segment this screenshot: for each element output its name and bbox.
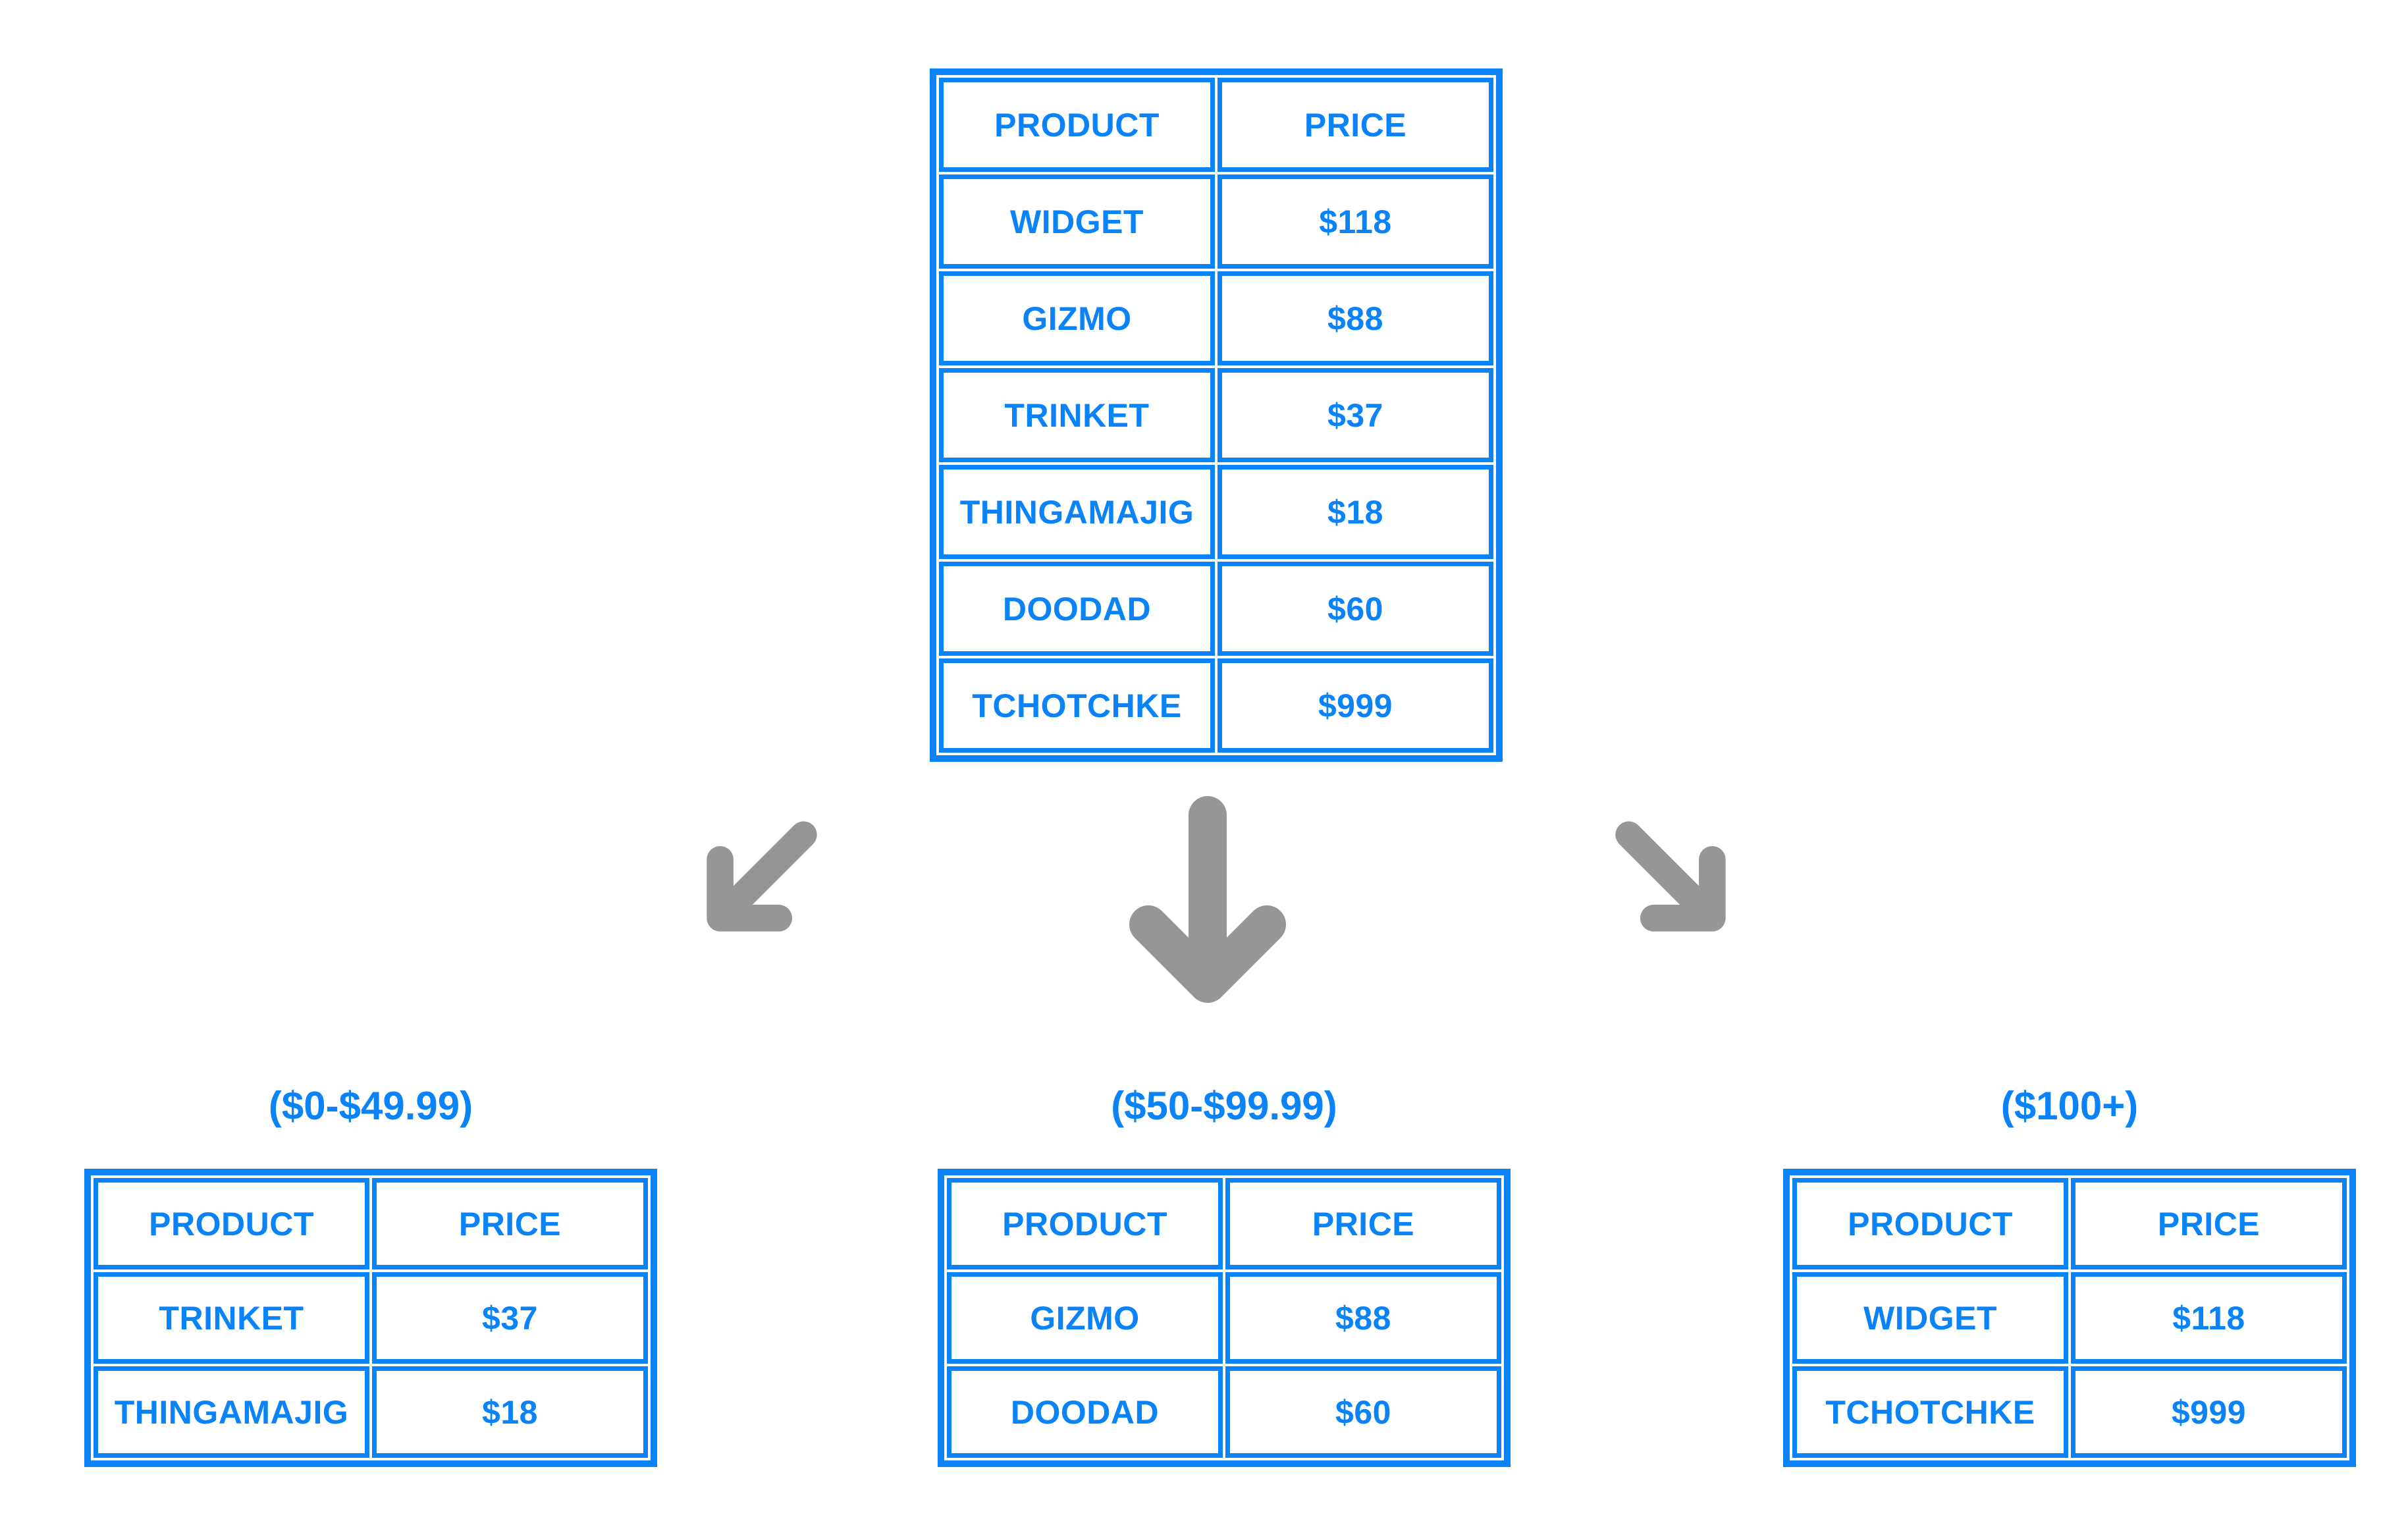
table-row: TCHOTCHKE $999 <box>939 658 1493 753</box>
table-row: DOODAD $60 <box>939 562 1493 656</box>
cell-price: $18 <box>372 1366 648 1458</box>
cell-price: $118 <box>1217 174 1493 269</box>
source-price-table-grid: PRODUCT PRICE WIDGET $118 GIZMO $88 TRIN… <box>936 75 1496 755</box>
arrow-down-right-icon <box>1615 821 1726 932</box>
cell-price: $60 <box>1225 1366 1501 1458</box>
group-table-low-grid: PRODUCT PRICE TRINKET $37 THINGAMAJIG $1… <box>91 1175 651 1460</box>
group-label-mid: ($50-$99.99) <box>1111 1084 1337 1128</box>
cell-price: $999 <box>1217 658 1493 753</box>
source-price-table: PRODUCT PRICE WIDGET $118 GIZMO $88 TRIN… <box>930 68 1503 762</box>
table-row: WIDGET $118 <box>939 174 1493 269</box>
cell-price: $118 <box>2071 1272 2347 1364</box>
header-cell-price: PRICE <box>2071 1178 2347 1269</box>
group-table-high-grid: PRODUCT PRICE WIDGET $118 TCHOTCHKE $999 <box>1790 1175 2349 1460</box>
group-table-low: PRODUCT PRICE TRINKET $37 THINGAMAJIG $1… <box>84 1169 657 1467</box>
cell-product: DOODAD <box>939 562 1215 656</box>
cell-product: WIDGET <box>939 174 1215 269</box>
table-header-row: PRODUCT PRICE <box>947 1178 1501 1269</box>
cell-price: $18 <box>1217 465 1493 559</box>
cell-product: DOODAD <box>947 1366 1223 1458</box>
header-cell-price: PRICE <box>372 1178 648 1269</box>
group-table-high: PRODUCT PRICE WIDGET $118 TCHOTCHKE $999 <box>1783 1169 2356 1467</box>
header-cell-product: PRODUCT <box>94 1178 369 1269</box>
cell-price: $999 <box>2071 1366 2347 1458</box>
table-row: THINGAMAJIG $18 <box>939 465 1493 559</box>
table-row: DOODAD $60 <box>947 1366 1501 1458</box>
arrow-down-left-icon <box>707 821 817 932</box>
cell-product: THINGAMAJIG <box>94 1366 369 1458</box>
cell-product: THINGAMAJIG <box>939 465 1215 559</box>
cell-product: TRINKET <box>939 368 1215 462</box>
group-label-high: ($100+) <box>2000 1084 2139 1128</box>
cell-product: GIZMO <box>947 1272 1223 1364</box>
group-label-low: ($0-$49.99) <box>268 1084 473 1128</box>
cell-product: TCHOTCHKE <box>939 658 1215 753</box>
table-row: TRINKET $37 <box>94 1272 648 1364</box>
cell-price: $88 <box>1217 271 1493 365</box>
arrow-down-icon <box>1129 796 1286 1003</box>
table-header-row: PRODUCT PRICE <box>1792 1178 2347 1269</box>
cell-price: $60 <box>1217 562 1493 656</box>
group-table-mid: PRODUCT PRICE GIZMO $88 DOODAD $60 <box>938 1169 1511 1467</box>
header-cell-product: PRODUCT <box>947 1178 1223 1269</box>
table-row: GIZMO $88 <box>947 1272 1501 1364</box>
table-row: WIDGET $118 <box>1792 1272 2347 1364</box>
cell-product: WIDGET <box>1792 1272 2068 1364</box>
cell-price: $88 <box>1225 1272 1501 1364</box>
table-row: GIZMO $88 <box>939 271 1493 365</box>
header-cell-product: PRODUCT <box>939 78 1215 172</box>
table-row: TRINKET $37 <box>939 368 1493 462</box>
header-cell-price: PRICE <box>1225 1178 1501 1269</box>
group-table-mid-grid: PRODUCT PRICE GIZMO $88 DOODAD $60 <box>944 1175 1504 1460</box>
header-cell-product: PRODUCT <box>1792 1178 2068 1269</box>
table-header-row: PRODUCT PRICE <box>939 78 1493 172</box>
header-cell-price: PRICE <box>1217 78 1493 172</box>
cell-product: TRINKET <box>94 1272 369 1364</box>
cell-product: GIZMO <box>939 271 1215 365</box>
table-row: THINGAMAJIG $18 <box>94 1366 648 1458</box>
cell-price: $37 <box>372 1272 648 1364</box>
cell-price: $37 <box>1217 368 1493 462</box>
table-header-row: PRODUCT PRICE <box>94 1178 648 1269</box>
cell-product: TCHOTCHKE <box>1792 1366 2068 1458</box>
table-row: TCHOTCHKE $999 <box>1792 1366 2347 1458</box>
